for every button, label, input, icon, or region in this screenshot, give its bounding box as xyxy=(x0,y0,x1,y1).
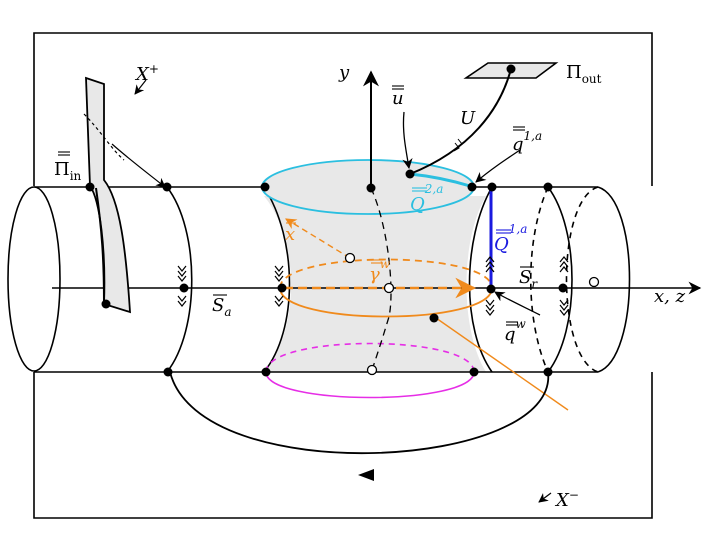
label-Q1a: Q1,a xyxy=(494,222,527,255)
label-y-axis: y xyxy=(338,62,350,83)
cylinder-right-cap-front xyxy=(597,186,631,373)
chevron-u-curve xyxy=(453,138,463,152)
label-U: U xyxy=(460,108,476,129)
chevron-right-down xyxy=(559,299,569,316)
dot-right-bottom xyxy=(543,367,553,377)
chevron-mid-left-2 xyxy=(274,295,284,307)
label-q1a: q1,a xyxy=(512,129,542,155)
dot-right-mid xyxy=(558,283,568,293)
dot-mid-left-mid xyxy=(277,283,287,293)
dashed-central-curve xyxy=(370,187,392,371)
dot-q1a xyxy=(467,182,477,192)
cyan-q2a-curve xyxy=(409,172,471,188)
dot-section-left-bottom xyxy=(163,367,173,377)
open-dot-right xyxy=(588,276,600,288)
outer-frame xyxy=(33,32,653,519)
cylinder-left-cap xyxy=(7,186,61,372)
q1a-pointer xyxy=(475,149,521,183)
label-overbars xyxy=(58,85,534,326)
label-S-a: Sa xyxy=(212,295,232,319)
label-u-bar: u xyxy=(392,88,404,109)
dot-pi-out xyxy=(506,64,516,74)
dot-pi-in-bottom xyxy=(101,299,111,309)
chevron-right-up xyxy=(559,256,569,273)
label-Q2a: Q2,a xyxy=(410,182,443,215)
lower-return-curve xyxy=(169,371,549,455)
label-gamma-w: γw xyxy=(369,257,391,285)
chevron-mid-right-down xyxy=(485,299,495,316)
qw-pointer xyxy=(494,291,541,316)
chevron-mid-right-up xyxy=(485,256,495,273)
dot-orange-line-start xyxy=(429,313,439,323)
lower-box xyxy=(33,372,653,519)
dot-y-base xyxy=(366,183,376,193)
section-left-arc xyxy=(166,186,193,373)
label-x-z-axis: x, z xyxy=(654,286,686,307)
middle-left-arc xyxy=(263,186,291,373)
label-x-minus: X− xyxy=(554,488,579,511)
label-S-r: Sr xyxy=(519,267,538,291)
label-pi-in: Πin xyxy=(54,159,82,183)
dot-mid-right-top xyxy=(487,182,497,192)
dot-section-left-mid xyxy=(179,283,189,293)
label-x-bar: x xyxy=(285,224,295,245)
dot-right-top xyxy=(543,182,553,192)
dot-u-bar xyxy=(405,169,415,179)
x-minus-arrow xyxy=(538,492,552,503)
section-right-arc-1 xyxy=(547,186,573,373)
magenta-ellipse-front xyxy=(265,371,475,399)
pi-in-to-x-arrow xyxy=(111,143,166,188)
lower-return-arrowhead xyxy=(358,469,374,481)
pi-in-inner-edge xyxy=(95,187,105,303)
chevrons xyxy=(177,138,569,316)
label-pi-out: Πout xyxy=(566,62,602,86)
upper-box xyxy=(33,32,653,186)
dot-mid-left-bottom xyxy=(261,367,271,377)
orange-ellipse-front xyxy=(279,287,493,318)
points xyxy=(85,64,568,377)
chevron-mid-left xyxy=(274,265,284,282)
chevron-left-section-2 xyxy=(177,295,187,307)
dot-mid-left-top xyxy=(260,182,270,192)
x-plus-arrow xyxy=(134,79,147,95)
open-dot-x-bar xyxy=(344,252,356,264)
label-overbars-colored xyxy=(286,187,511,264)
u-bar-pointer xyxy=(402,111,413,170)
dot-section-left-top xyxy=(162,182,172,192)
label-q-w: qw xyxy=(504,317,527,345)
orange-ellipse-back xyxy=(279,258,493,289)
open-dot-lower xyxy=(366,364,378,376)
dot-mid-right-bottom xyxy=(469,367,479,377)
magenta-ellipse-back xyxy=(265,342,475,373)
label-x-plus: X+ xyxy=(134,62,159,85)
open-dot-center xyxy=(383,282,395,294)
section-right-arc-2 xyxy=(529,186,549,373)
pi-in-pointer xyxy=(83,113,125,161)
orange-outgoing-line xyxy=(435,317,569,411)
dot-qw xyxy=(486,284,496,294)
chevron-left-section xyxy=(177,265,187,282)
dot-pi-in-top xyxy=(85,182,95,192)
cylinder-right-cap-back xyxy=(565,186,599,373)
open-points xyxy=(344,252,600,376)
pi-in-plane xyxy=(85,76,131,314)
orange-x-bar-arrow xyxy=(285,218,351,259)
U-curve xyxy=(409,68,512,175)
